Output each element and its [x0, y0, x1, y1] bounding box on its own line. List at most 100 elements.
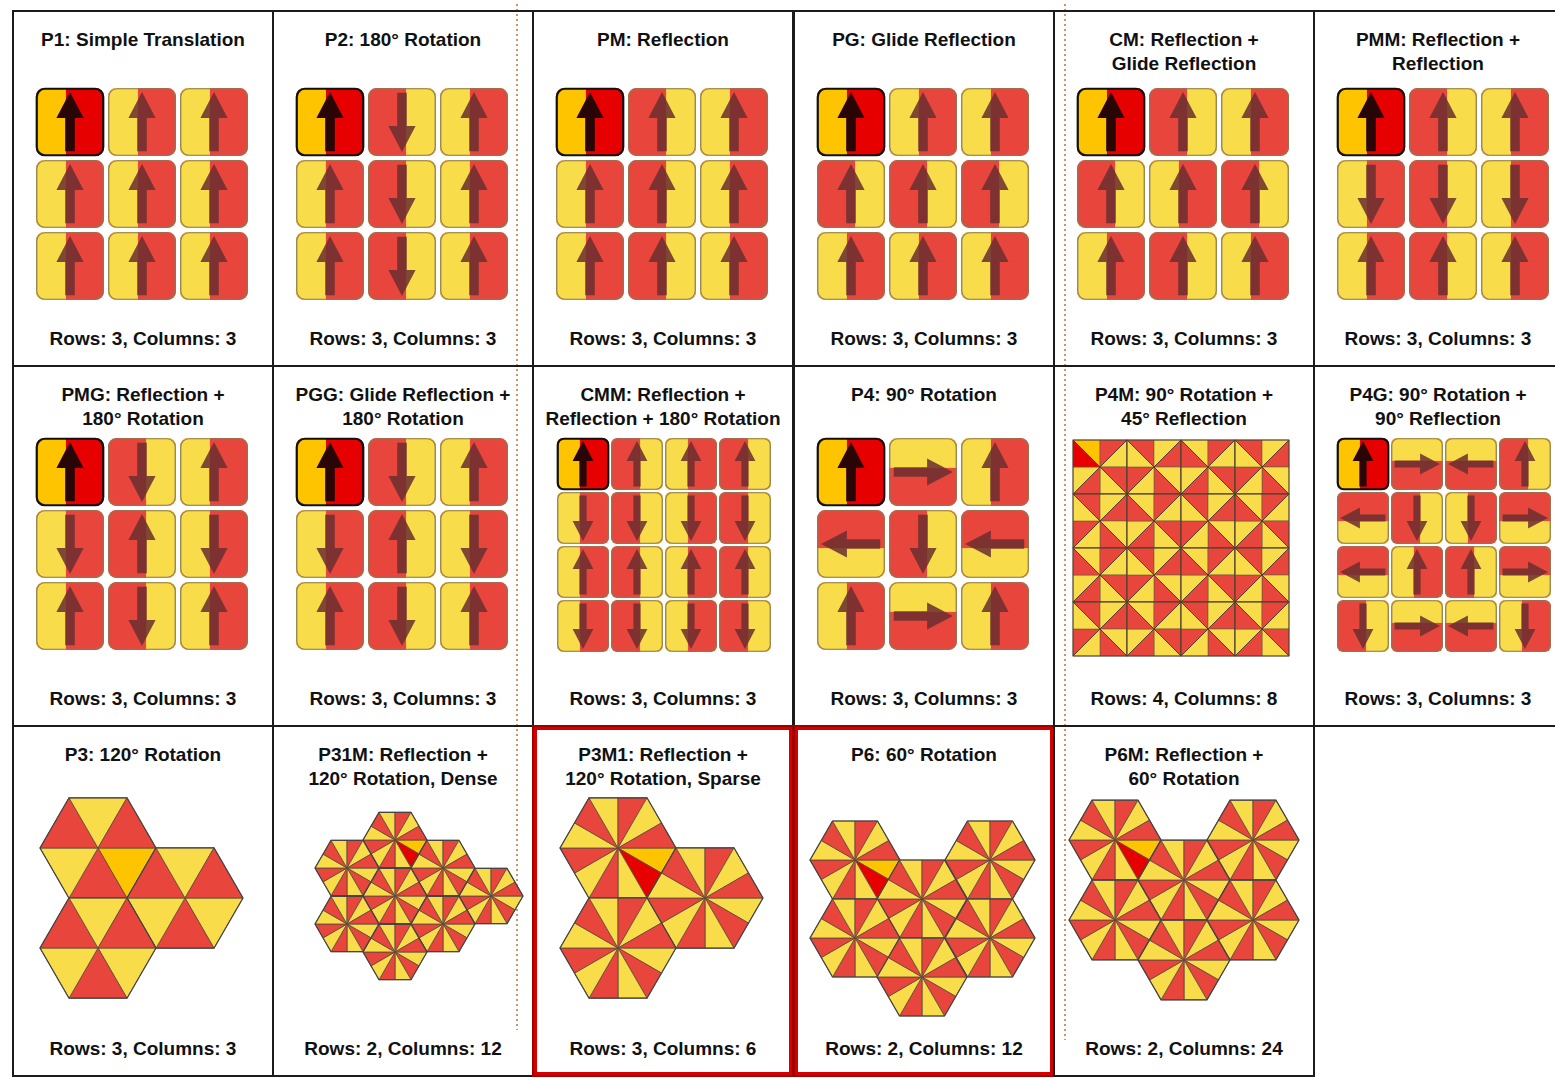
tile-yellow	[700, 88, 730, 156]
pattern-tile	[665, 546, 717, 598]
pattern-tile	[368, 510, 436, 578]
tile-body	[556, 232, 624, 300]
grid-size-label: Rows: 3, Columns: 3	[50, 327, 237, 351]
tile-body	[700, 232, 768, 300]
tile-red	[1337, 88, 1405, 156]
tile-body	[1409, 232, 1477, 300]
tile-body	[440, 160, 508, 228]
tile-body	[1221, 88, 1289, 156]
tile-body	[368, 88, 436, 156]
tile-body	[1149, 232, 1217, 300]
hex-piece	[1253, 820, 1299, 840]
tile-red	[1445, 438, 1497, 490]
tile-yellow	[108, 232, 138, 300]
tile-red	[889, 160, 957, 228]
hex-piece	[363, 952, 395, 966]
tile-body	[368, 582, 436, 650]
pattern-tile	[1077, 160, 1145, 228]
tile-outline	[369, 233, 436, 300]
tile-body	[180, 88, 248, 156]
hex-piece	[443, 924, 459, 952]
arrow-motif	[56, 92, 83, 151]
tile-yellow	[748, 492, 771, 544]
arrow-motif	[648, 236, 675, 295]
tile-body	[889, 582, 957, 650]
cell-outline	[1073, 494, 1127, 548]
hex-piece	[821, 899, 855, 938]
tile-outline	[37, 583, 104, 650]
tile-yellow	[889, 582, 957, 612]
tile-red	[889, 510, 957, 578]
tile-outline	[612, 493, 663, 544]
diagonal-line	[1127, 602, 1181, 656]
pattern-tile	[1481, 160, 1549, 228]
tile-yellow	[817, 548, 885, 578]
tile-body	[1337, 232, 1405, 300]
tile-yellow	[557, 600, 580, 652]
tile-yellow	[296, 160, 326, 228]
tile-red	[700, 88, 768, 156]
tile-outline	[720, 601, 771, 652]
tile-yellow	[748, 600, 771, 652]
tile-yellow	[1077, 88, 1107, 156]
arrow-motif	[627, 604, 648, 649]
tile-body	[1391, 438, 1443, 490]
cell-outline	[1181, 494, 1235, 548]
tile-red	[628, 160, 696, 228]
arrow-motif	[681, 549, 702, 594]
pattern-tile	[628, 88, 696, 156]
tile-outline	[818, 161, 885, 228]
pattern-tile	[1445, 438, 1497, 490]
tile-red	[961, 160, 1029, 228]
tile-body	[296, 232, 364, 300]
tile-red	[1337, 600, 1389, 652]
panel-title: PM: Reflection	[597, 28, 729, 52]
pattern-tile	[108, 88, 176, 156]
tile-red	[296, 582, 364, 650]
tile-yellow	[1445, 492, 1468, 544]
pattern-tile	[889, 160, 957, 228]
tile-yellow	[440, 582, 470, 650]
panel-title: CMM: Reflection + Reflection + 180° Rota…	[538, 383, 788, 431]
hex-outline	[1207, 800, 1299, 880]
tile-body	[36, 160, 104, 228]
tile-red	[1149, 160, 1217, 228]
panel-title: PGG: Glide Reflection + 180° Rotation	[283, 383, 523, 431]
tile-body	[1499, 438, 1551, 490]
tile-yellow	[665, 546, 688, 598]
pattern-tile	[700, 88, 768, 156]
arrow-motif	[460, 92, 487, 151]
pattern-panel: PGG: Glide Reflection + 180° RotationRow…	[272, 365, 534, 727]
tile-outline	[1078, 233, 1145, 300]
tile-body	[1221, 160, 1289, 228]
hex-piece	[922, 899, 945, 938]
tile-outline	[297, 511, 364, 578]
tile-yellow	[1077, 232, 1107, 300]
tile-red	[36, 232, 104, 300]
arrow-motif	[981, 164, 1008, 223]
arrow-motif	[316, 586, 343, 645]
tile-outline	[962, 583, 1029, 650]
pattern-tile	[296, 160, 364, 228]
tile-body	[180, 438, 248, 506]
arrow-motif	[720, 164, 747, 223]
grid-size-label: Rows: 2, Columns: 12	[304, 1037, 501, 1061]
grid-size-label: Rows: 3, Columns: 3	[570, 327, 757, 351]
tile-body	[1499, 546, 1551, 598]
arrow-motif	[1340, 562, 1385, 583]
tile-outline	[818, 511, 885, 578]
tile-yellow	[180, 160, 210, 228]
pattern-tile	[1337, 438, 1389, 490]
cell-outline	[1073, 602, 1127, 656]
tile-body	[36, 582, 104, 650]
tile-body	[1077, 88, 1145, 156]
tile-body	[1221, 232, 1289, 300]
pattern-tile	[961, 582, 1029, 650]
tile-outline	[109, 233, 176, 300]
tile-red	[368, 438, 436, 506]
hex-piece	[618, 948, 647, 998]
arrow-motif	[1515, 441, 1536, 486]
hex-piece	[1253, 840, 1288, 880]
hex-piece	[395, 896, 411, 924]
tile-outline	[818, 583, 885, 650]
